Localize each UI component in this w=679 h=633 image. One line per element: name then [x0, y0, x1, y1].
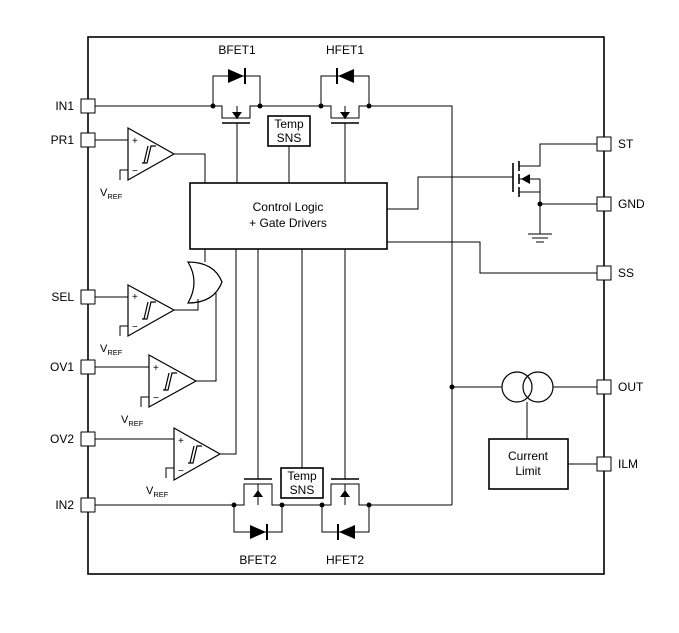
hfet1-diode-loop	[320, 75, 370, 106]
pin-in2: IN2	[55, 497, 96, 513]
pin-gnd: GND	[596, 196, 645, 212]
vref-label-sel: VREF	[100, 343, 123, 357]
vref-label-ov2: VREF	[146, 485, 169, 499]
bfet1-transistor-icon	[213, 105, 260, 183]
svg-text:−: −	[132, 322, 138, 333]
sel-out-wire	[174, 299, 199, 311]
hfet2-diode-icon	[337, 524, 355, 540]
pin-ov2: OV2	[50, 431, 96, 447]
pin-in1-label: IN1	[55, 99, 74, 113]
current-limit-line2: Limit	[515, 464, 541, 478]
control-logic-box	[189, 182, 388, 250]
ss-wire	[387, 241, 597, 274]
sel-vref-wire	[119, 325, 128, 336]
pr1-vref-wire	[119, 169, 128, 180]
svg-text:+: +	[178, 436, 184, 447]
junction-dot	[318, 103, 324, 109]
pin-gnd-label: GND	[618, 197, 645, 211]
svg-text:+: +	[153, 363, 159, 374]
hfet1-transistor-icon	[321, 105, 369, 183]
pin-ov1: OV1	[50, 359, 96, 375]
comparator-sel: + −	[127, 283, 176, 338]
vref-label-pr1: VREF	[100, 187, 123, 201]
comparator-pr1: + −	[127, 126, 176, 182]
pin-in1: IN1	[55, 98, 96, 114]
device-boundary	[87, 36, 605, 575]
pin-ov1-label: OV1	[50, 360, 74, 374]
hfet2-transistor-icon	[322, 478, 369, 506]
or-gate-icon	[186, 261, 223, 304]
junction-dot	[231, 502, 237, 508]
control-logic-line2: + Gate Drivers	[249, 216, 327, 230]
svg-text:−: −	[132, 166, 138, 177]
st-mosfet-icon	[512, 143, 597, 204]
pin-in2-label: IN2	[55, 498, 74, 512]
st-gate-wire	[387, 176, 513, 210]
bfet2-label: BFET2	[239, 553, 277, 567]
pin-out: OUT	[596, 379, 644, 395]
pin-pr1: PR1	[51, 132, 96, 148]
bfet1-label: BFET1	[218, 43, 256, 57]
junction-dot	[257, 103, 263, 109]
pin-ilm: ILM	[596, 456, 638, 472]
bfet2-transistor-icon	[234, 478, 282, 506]
bfet1-diode-loop	[212, 75, 261, 106]
vref-label-ov1: VREF	[121, 414, 144, 428]
pin-ss-label: SS	[618, 266, 634, 280]
junction-dot	[210, 103, 216, 109]
ground-icon	[528, 233, 552, 243]
temp-sns-top-line2: SNS	[277, 131, 302, 145]
temp-sns-bottom-box	[280, 467, 324, 499]
junction-dot	[366, 103, 372, 109]
pin-ov2-label: OV2	[50, 432, 74, 446]
top-output-bus	[369, 105, 453, 505]
hfet1-label: HFET1	[326, 43, 364, 57]
hfet2-diode-loop	[321, 505, 370, 533]
pin-pr1-label: PR1	[51, 133, 75, 147]
bfet2-diode-icon	[250, 524, 268, 540]
junction-dot	[319, 502, 325, 508]
pin-out-label: OUT	[618, 380, 644, 394]
current-sense-icon	[501, 371, 554, 403]
temp-sns-bottom-line1: Temp	[287, 469, 317, 483]
comparator-ov2: + −	[173, 426, 222, 482]
pin-ss: SS	[596, 265, 634, 281]
temp-sns-bottom-line2: SNS	[290, 483, 315, 497]
current-limit-line1: Current	[508, 449, 549, 463]
svg-text:+: +	[132, 292, 138, 303]
pr1-out-wire	[174, 153, 206, 183]
temp-sns-top-line1: Temp	[274, 117, 304, 131]
pin-sel-label: SEL	[51, 290, 74, 304]
pin-st-label: ST	[618, 137, 634, 151]
hfet2-label: HFET2	[326, 553, 364, 567]
svg-text:−: −	[178, 466, 184, 477]
pin-st: ST	[596, 136, 634, 152]
control-logic-line1: Control Logic	[253, 200, 324, 214]
ov1-out-wire	[196, 293, 217, 382]
svg-text:+: +	[132, 136, 138, 147]
junction-dot	[366, 502, 372, 508]
bfet1-diode-icon	[228, 68, 246, 84]
hfet1-diode-icon	[336, 68, 354, 84]
pin-sel: SEL	[51, 289, 96, 305]
comparator-ov1: + −	[148, 353, 198, 409]
ov1-vref-wire	[140, 396, 149, 407]
ov2-out-wire	[220, 249, 237, 455]
pin-ilm-label: ILM	[618, 457, 638, 471]
bfet2-diode-loop	[233, 505, 283, 533]
svg-text:−: −	[153, 393, 159, 404]
junction-dot	[279, 502, 285, 508]
ov2-vref-wire	[165, 467, 174, 478]
